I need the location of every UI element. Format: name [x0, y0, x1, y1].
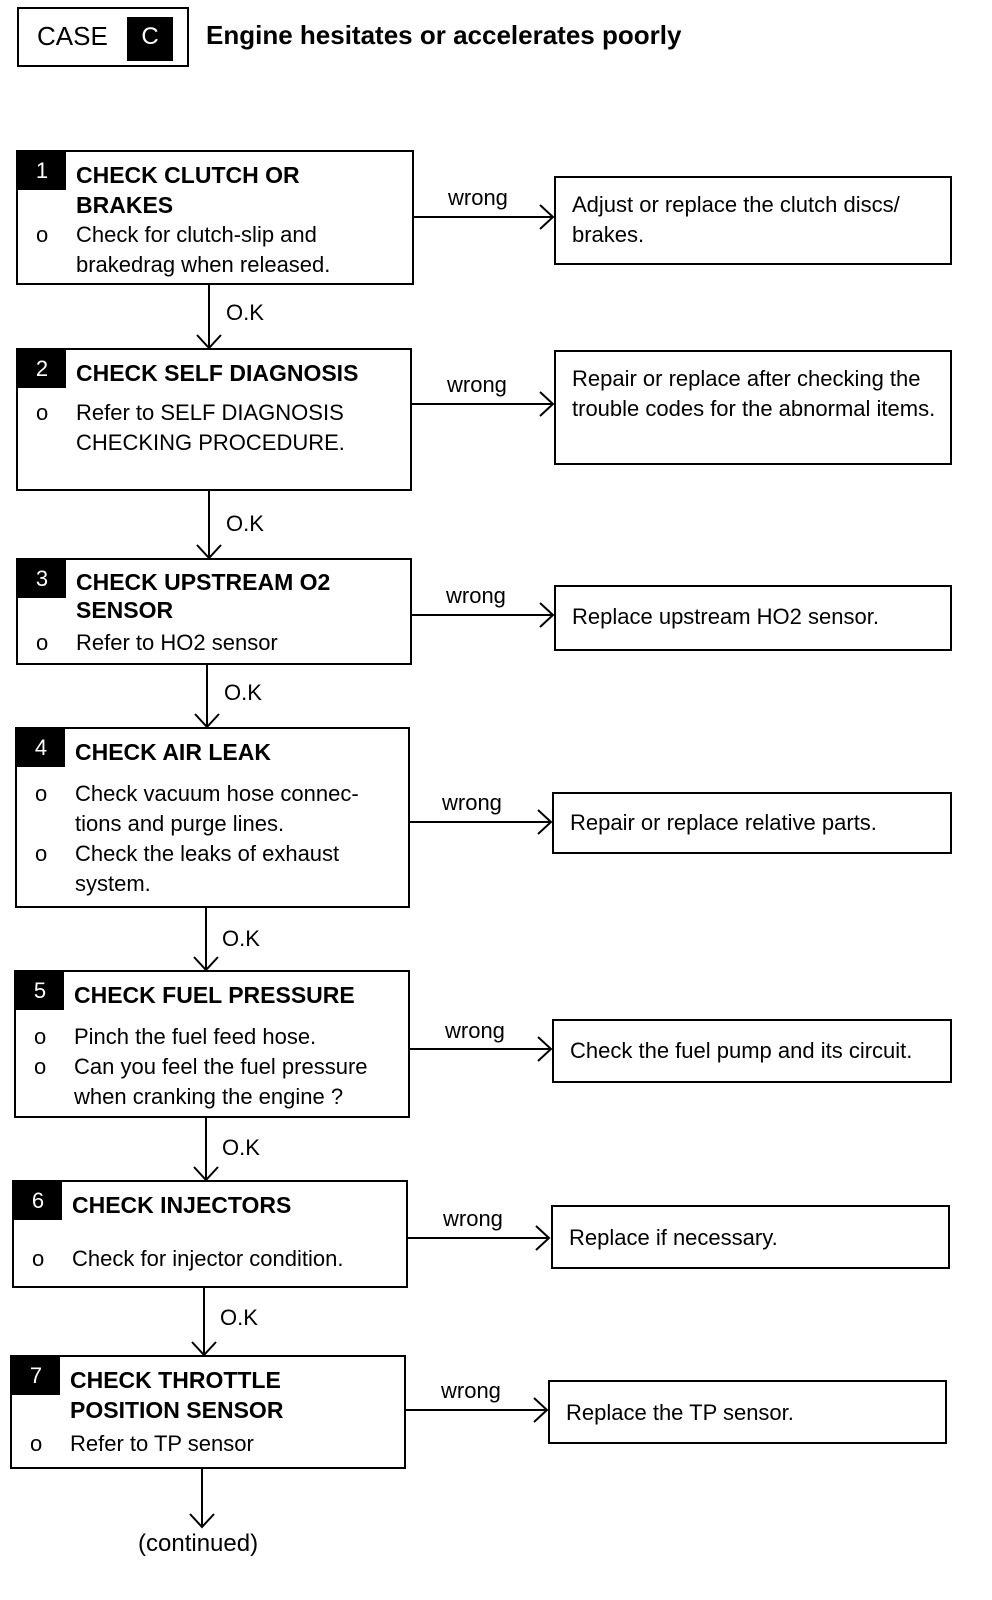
step-2-title: CHECK SELF DIAGNOSIS — [76, 360, 359, 386]
step-7-bullets: o Refer to TP sensor — [30, 1429, 396, 1459]
step-5-bullet-2: o Can you feel the fuel pressure when cr… — [34, 1052, 400, 1112]
step-4-bullets: o Check vacuum hose connec- tions and pu… — [35, 779, 400, 899]
bullet-text: Check the leaks of exhaust system. — [75, 841, 340, 896]
bullet-mark: o — [36, 630, 49, 655]
step-4-bullet-2: o Check the leaks of exhaust system. — [35, 839, 400, 899]
step-3-bullet-1: o Refer to HO2 sensor — [36, 628, 402, 658]
step-2-result: Repair or replace after checking the tro… — [554, 350, 952, 465]
step-6-result: Replace if necessary. — [551, 1205, 950, 1269]
step-4-title: CHECK AIR LEAK — [75, 739, 271, 765]
step-3-bullets: o Refer to HO2 sensor — [36, 628, 402, 658]
step-6-bullet-1: o Check for injector condition. — [32, 1244, 398, 1274]
step-1-ok-label: O.K — [226, 300, 264, 325]
step-7-result: Replace the TP sensor. — [548, 1380, 947, 1444]
bullet-text: Can you feel the fuel pressure when cran… — [74, 1054, 368, 1109]
step-6-title: CHECK INJECTORS — [72, 1192, 292, 1218]
bullet-mark: o — [34, 1054, 47, 1079]
step-1-result: Adjust or replace the clutch discs/ brak… — [554, 176, 952, 265]
bullet-mark: o — [35, 841, 48, 866]
bullet-text: Refer to TP sensor — [70, 1431, 254, 1456]
step-2-wrong-label: wrong — [447, 372, 507, 397]
step-4-wrong-label: wrong — [442, 790, 502, 815]
bullet-mark: o — [35, 781, 48, 806]
step-6-ok-label: O.K — [220, 1305, 258, 1330]
step-6-bullets: o Check for injector condition. — [32, 1244, 398, 1274]
bullet-text: Check for clutch-slip and brakedrag when… — [76, 222, 331, 277]
step-2-ok-label: O.K — [226, 511, 264, 536]
step-1-title: CHECK CLUTCH OR BRAKES — [76, 162, 300, 218]
bullet-text: Pinch the fuel feed hose. — [74, 1024, 317, 1049]
bullet-text: Refer to SELF DIAGNOSIS CHECKING PROCEDU… — [76, 400, 345, 455]
case-box: CASE C — [17, 7, 189, 67]
step-2-number: 2 — [18, 350, 66, 388]
step-1-number: 1 — [18, 152, 66, 190]
page-title: Engine hesitates or accelerates poorly — [206, 20, 682, 50]
step-4-number: 4 — [17, 729, 65, 767]
step-5-bullet-1: o Pinch the fuel feed hose. — [34, 1022, 400, 1052]
step-4-ok-label: O.K — [222, 926, 260, 951]
step-7-bullet-1: o Refer to TP sensor — [30, 1429, 396, 1459]
step-7-number: 7 — [12, 1357, 60, 1395]
step-2-bullets: o Refer to SELF DIAGNOSIS CHECKING PROCE… — [36, 398, 402, 458]
bullet-text: Check for injector condition. — [72, 1246, 344, 1271]
case-letter: C — [127, 17, 173, 61]
step-2-bullet-1: o Refer to SELF DIAGNOSIS CHECKING PROCE… — [36, 398, 402, 458]
bullet-mark: o — [30, 1431, 43, 1456]
bullet-mark: o — [36, 400, 49, 425]
case-label: CASE — [37, 21, 108, 51]
step-3-box: 3 CHECK UPSTREAM O2 SENSOR o Refer to HO… — [16, 558, 412, 665]
bullet-text: Check vacuum hose connec- tions and purg… — [75, 781, 359, 836]
step-1-bullets: o Check for clutch-slip and brakedrag wh… — [36, 220, 404, 280]
step-1-bullet-1: o Check for clutch-slip and brakedrag wh… — [36, 220, 404, 280]
bullet-mark: o — [36, 222, 49, 247]
step-4-bullet-1: o Check vacuum hose connec- tions and pu… — [35, 779, 400, 839]
bullet-mark: o — [34, 1024, 47, 1049]
step-1-box: 1 CHECK CLUTCH OR BRAKES o Check for clu… — [16, 150, 414, 285]
step-5-wrong-label: wrong — [445, 1018, 505, 1043]
step-7-box: 7 CHECK THROTTLE POSITION SENSOR o Refer… — [10, 1355, 406, 1469]
step-5-box: 5 CHECK FUEL PRESSURE o Pinch the fuel f… — [14, 970, 410, 1118]
step-5-result: Check the fuel pump and its circuit. — [552, 1019, 952, 1083]
step-3-title: CHECK UPSTREAM O2 SENSOR — [76, 569, 331, 623]
bullet-text: Refer to HO2 sensor — [76, 630, 278, 655]
step-2-box: 2 CHECK SELF DIAGNOSIS o Refer to SELF D… — [16, 348, 412, 491]
step-3-ok-label: O.K — [224, 680, 262, 705]
bullet-mark: o — [32, 1246, 45, 1271]
step-5-ok-label: O.K — [222, 1135, 260, 1160]
continued-label: (continued) — [138, 1530, 259, 1557]
step-3-wrong-label: wrong — [446, 583, 506, 608]
step-4-result: Repair or replace relative parts. — [552, 792, 952, 854]
step-4-box: 4 CHECK AIR LEAK o Check vacuum hose con… — [15, 727, 410, 908]
step-3-result: Replace upstream HO2 sensor. — [554, 585, 952, 651]
step-7-wrong-label: wrong — [441, 1378, 501, 1403]
step-7-title: CHECK THROTTLE POSITION SENSOR — [70, 1367, 284, 1423]
step-5-number: 5 — [16, 972, 64, 1010]
step-6-number: 6 — [14, 1182, 62, 1220]
step-6-box: 6 CHECK INJECTORS o Check for injector c… — [12, 1180, 408, 1288]
step-5-title: CHECK FUEL PRESSURE — [74, 982, 355, 1008]
step-6-wrong-label: wrong — [443, 1206, 503, 1231]
step-3-number: 3 — [18, 560, 66, 598]
step-5-bullets: o Pinch the fuel feed hose. o Can you fe… — [34, 1022, 400, 1112]
step-1-wrong-label: wrong — [448, 185, 508, 210]
